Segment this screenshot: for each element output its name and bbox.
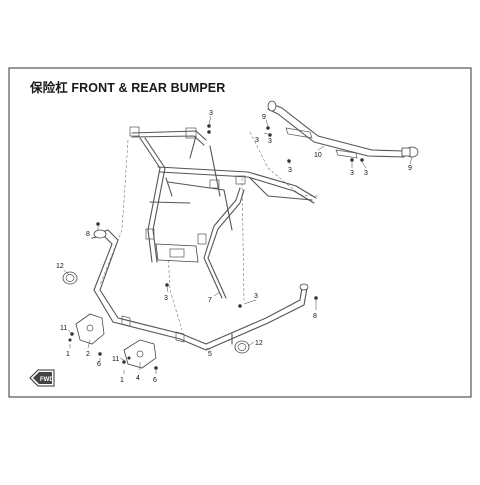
callout-1: 1 xyxy=(120,377,124,384)
hardware-fasteners xyxy=(68,124,364,370)
rear-bumper-bar xyxy=(267,100,405,159)
fwd-badge-label: FWD xyxy=(40,377,54,383)
callout-11: 11 xyxy=(60,325,67,332)
dashed-alignment-lines xyxy=(99,131,319,331)
callout-leader-lines xyxy=(63,115,413,374)
title-english: FRONT & REAR BUMPER xyxy=(71,81,226,95)
front-frame-structure xyxy=(129,126,317,299)
callout-2: 2 xyxy=(86,351,90,358)
callout-3: 3 xyxy=(350,170,354,177)
callout-11: 11 xyxy=(112,356,119,363)
bumper-bracket-4 xyxy=(123,339,157,369)
callout-10: 10 xyxy=(314,152,322,159)
callout-8: 8 xyxy=(86,231,90,238)
callout-6: 6 xyxy=(153,377,157,384)
callout-12: 12 xyxy=(56,263,64,270)
fwd-direction-badge: FWD xyxy=(29,369,55,387)
front-bumper-bar xyxy=(91,229,309,351)
bumper-bracket-2 xyxy=(75,313,105,345)
bumper-end-cap-left xyxy=(62,271,78,285)
callout-4: 4 xyxy=(136,375,140,382)
callout-3: 3 xyxy=(254,293,258,300)
title-chinese: 保险杠 xyxy=(30,81,68,95)
callout-7: 7 xyxy=(208,297,212,304)
callout-3: 3 xyxy=(268,138,272,145)
callout-3: 3 xyxy=(164,295,168,302)
callout-numbers: 3 9 3 3 10 3 3 3 9 8 12 3 7 3 8 11 2 1 6… xyxy=(56,110,412,384)
callout-3: 3 xyxy=(364,170,368,177)
callout-3: 3 xyxy=(255,137,259,144)
callout-9: 9 xyxy=(262,114,266,121)
callout-3: 3 xyxy=(209,110,213,117)
callout-9: 9 xyxy=(408,165,412,172)
callout-1: 1 xyxy=(66,351,70,358)
callout-8: 8 xyxy=(313,313,317,320)
bumper-end-cap-right xyxy=(234,340,250,354)
diagram-title: 保险杠 FRONT & REAR BUMPER xyxy=(30,77,225,96)
callout-3: 3 xyxy=(288,167,292,174)
rear-end-cap xyxy=(401,146,419,158)
callout-12: 12 xyxy=(255,340,263,347)
drawing-border xyxy=(8,67,472,398)
callout-5: 5 xyxy=(208,351,212,358)
callout-6: 6 xyxy=(97,361,101,368)
